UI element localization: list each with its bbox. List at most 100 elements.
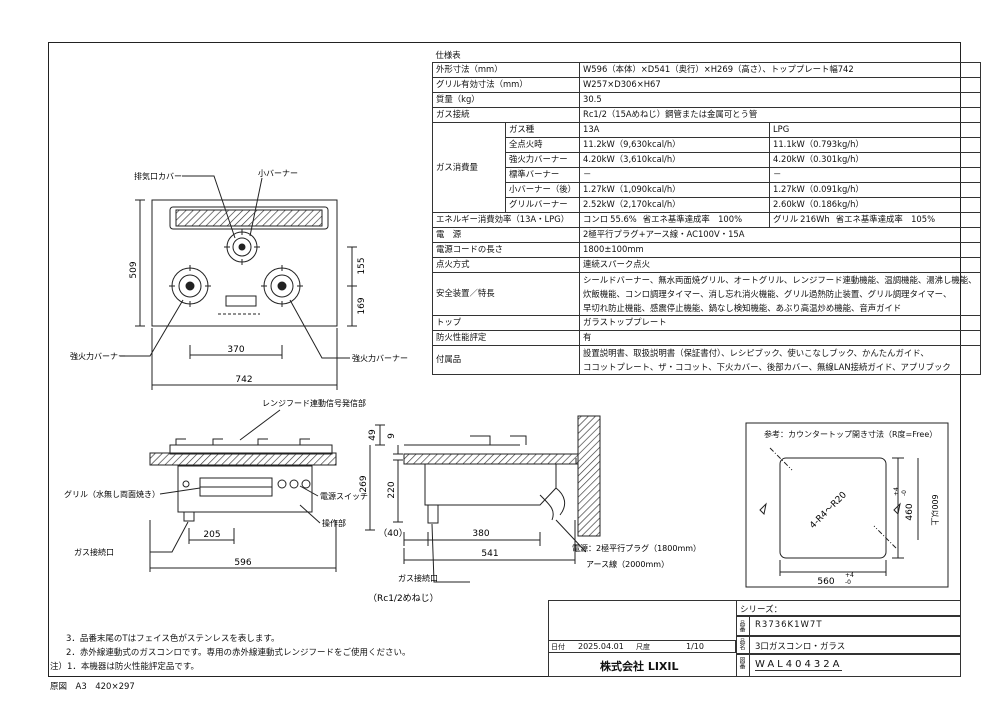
label-earth: アース線（2000mm） — [586, 559, 669, 569]
leader-control — [299, 504, 321, 524]
series-row — [736, 600, 961, 616]
dim-596: 596 — [234, 558, 251, 568]
dim-460-tol-minus: -0 — [901, 490, 908, 496]
leader-hood-signal — [239, 409, 281, 441]
scale-label: 尺度 — [636, 643, 650, 651]
label-exhaust: 排気口カバー — [134, 171, 182, 181]
company-logo: 株式会社 LIXIL — [600, 660, 679, 673]
burner-strong-left — [169, 265, 211, 307]
spec-table: 仕様表 外形寸法（mm）W596（本体）×D541（奥行）×H269（高さ）、ト… — [432, 48, 981, 375]
dim-560-tol-minus: -0 — [845, 579, 851, 586]
dim-269: 269 — [359, 475, 369, 492]
note-1: 注）1．本機器は防火性能評定品です。 — [50, 662, 200, 672]
dim-40: （40） — [378, 528, 407, 539]
dim-49-line — [375, 424, 385, 446]
leader-grill — [159, 487, 201, 495]
model-label: 品番 — [738, 620, 745, 632]
drawing-label: 図番 — [738, 657, 745, 669]
energy-grill-rate: 省エネ基準達成率 105% — [835, 214, 936, 225]
product-name: 3口ガスコンロ・ガラス — [755, 642, 846, 652]
label-small-burner: 小バーナー — [258, 169, 298, 178]
side-top-plate — [404, 435, 527, 446]
cutout-box — [745, 422, 949, 588]
power-cord — [555, 487, 566, 516]
energy-grill-value: 216Wh — [800, 214, 830, 225]
dim-560: 560 — [817, 577, 834, 587]
energy-grill-label: グリル — [773, 214, 799, 225]
gas-inlet-stub — [183, 511, 195, 522]
label-gas-inlet-front: ガス接続口 — [74, 547, 114, 557]
spec-label-safety: 安全装置／特長 — [432, 271, 580, 316]
side-view — [365, 415, 601, 583]
date-label: 日付 — [551, 643, 565, 651]
knob — [301, 479, 311, 489]
safety-line: シールドバーナー、無水両面焼グリル、オートグリル、レンジフード連動機能、温調機能… — [583, 274, 977, 285]
name-label: 品名 — [738, 638, 745, 650]
spec-value-safety: シールドバーナー、無水両面焼グリル、オートグリル、レンジフード連動機能、温調機能… — [579, 271, 981, 316]
exhaust-grille — [175, 209, 323, 227]
dim-380: 380 — [472, 529, 489, 539]
dim-370: 370 — [227, 345, 244, 355]
spec-label-accessories: 付属品 — [432, 344, 580, 375]
dim-380-line — [428, 532, 541, 546]
dim-742-line — [151, 328, 338, 390]
dim-40-line — [403, 532, 429, 546]
dim-742: 742 — [235, 375, 252, 385]
safety-line: 早切れ防止機能、感震停止機能、鍋なし検知機能、あぶり高温炒め機能、音声ガイド — [583, 302, 902, 313]
dim-541-line — [403, 520, 576, 564]
model-number: R3736K1W7T — [755, 620, 823, 630]
bracket — [556, 458, 577, 465]
energy-konro-label: コンロ — [583, 214, 609, 225]
burner-small — [224, 229, 260, 265]
side-body — [424, 464, 557, 506]
label-strong-left: 強火力バーナー — [70, 351, 126, 361]
dim-169-line — [347, 286, 357, 327]
dim-460-tol-plus: +4 — [893, 487, 900, 496]
spec-table-title: 仕様表 — [435, 49, 461, 60]
energy-konro-rate: 省エネ基準達成率 100% — [642, 214, 743, 225]
countertop-section — [149, 452, 337, 466]
safety-line: 炊飯機能、コンロ調理タイマー、消し忘れ消火機能、グリル過熱防止装置、グリル調理タ… — [583, 288, 952, 299]
dim-370-line — [189, 345, 283, 359]
wall-section — [577, 415, 601, 537]
countertop-cutout — [745, 422, 949, 588]
series-label: シリーズ： — [740, 605, 783, 615]
front-view — [149, 409, 337, 572]
dim-600: 600以上 — [930, 494, 939, 525]
dim-49: 49 — [368, 429, 378, 441]
dim-596-line — [149, 520, 337, 572]
note-2: 2．赤外線連動式のガスコンロです。専用の赤外線連動式レンジフードをご使用ください… — [66, 648, 411, 658]
dim-220: 220 — [387, 481, 397, 498]
top-view — [120, 175, 357, 390]
drawing-number: WAL40432A — [755, 659, 843, 671]
label-side-gas-thread: （Rc1/2めねじ） — [368, 593, 439, 604]
label-grill: グリル（水無し両面焼き） — [64, 489, 160, 499]
exhaust-cover — [169, 206, 329, 230]
accessory-line: ココットプレート、ザ・ココット、下火カバー、後部カバー、無線LAN接続ガイド、ア… — [583, 361, 951, 372]
dim-460: 460 — [905, 503, 915, 520]
dim-depth: 509 — [129, 261, 139, 278]
dim-9: 9 — [387, 433, 397, 439]
label-column — [736, 616, 750, 677]
note-3: 3．品番末尾のTはフェイス色がステンレスを表します。 — [66, 634, 280, 644]
countertop-title: 参考：カウンタートップ開き寸法（R度=Free） — [764, 430, 938, 439]
burner-strong-right — [261, 265, 303, 307]
spark-plug — [182, 480, 190, 488]
dim-205-line — [188, 528, 235, 544]
leader-strong-left — [120, 299, 184, 357]
dim-269-line — [365, 445, 375, 531]
energy-konro-value: 55.6% — [610, 214, 637, 225]
leader-gas-inlet — [150, 521, 189, 553]
leader-power-switch — [299, 485, 319, 497]
label-power-cord: 電源：2極平行プラグ（1800mm） — [572, 543, 701, 553]
dim-560-tol-plus: +4 — [845, 572, 854, 579]
accessory-line: 設置説明書、取扱説明書（保証書付）、レシピブック、使いこなしブック、かんたんガイ… — [583, 347, 929, 358]
dim-169: 169 — [357, 297, 367, 314]
dim-541: 541 — [481, 549, 498, 559]
leader-small-burner — [249, 177, 263, 237]
dim-155: 155 — [357, 257, 367, 274]
cutout-outline — [779, 457, 887, 559]
cutout-mark-right — [893, 502, 901, 516]
dim-depth-line — [135, 199, 145, 327]
